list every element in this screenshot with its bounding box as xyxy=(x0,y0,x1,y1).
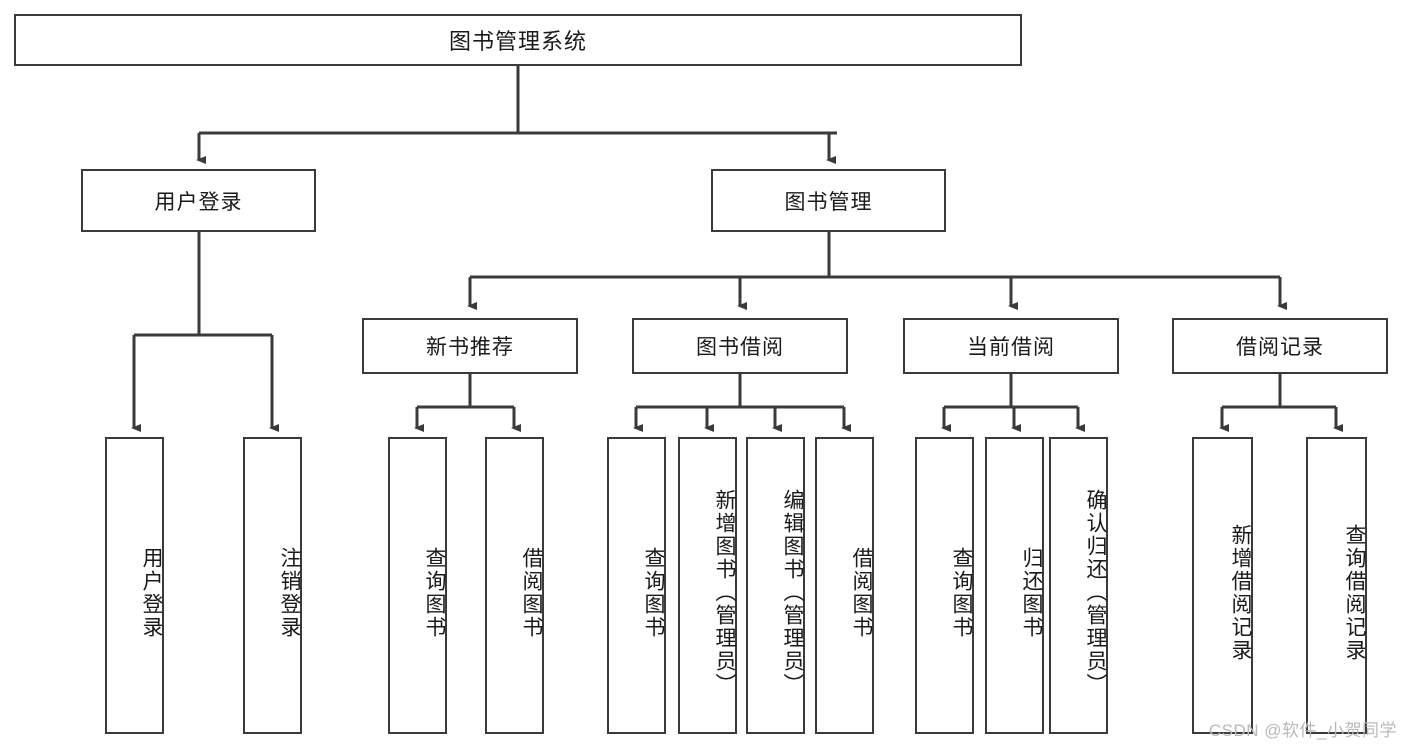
leaf-add-book-admin[interactable]: 新增图书（管理员） xyxy=(678,437,737,734)
leaf-borrow-book-recommend[interactable]: 借阅图书 xyxy=(485,437,544,734)
leaf-add-borrow-record[interactable]: 新增借阅记录 xyxy=(1192,437,1253,734)
leaf-label: 归还图书 xyxy=(1020,546,1043,639)
leaf-confirm-return-admin[interactable]: 确认归还（管理员） xyxy=(1049,437,1108,734)
leaf-return-book[interactable]: 归还图书 xyxy=(985,437,1044,734)
leaf-label: 新增图书（管理员） xyxy=(713,489,736,696)
leaf-label: 借阅图书 xyxy=(850,546,873,639)
leaf-query-book-recommend[interactable]: 查询图书 xyxy=(388,437,447,734)
node-new-book-recommend[interactable]: 新书推荐 xyxy=(362,318,578,374)
node-user-login[interactable]: 用户登录 xyxy=(81,169,316,232)
leaf-label: 借阅图书 xyxy=(520,546,543,639)
leaf-label: 编辑图书（管理员） xyxy=(781,489,804,696)
leaf-label: 确认归还（管理员） xyxy=(1084,489,1107,696)
leaf-logout[interactable]: 注销登录 xyxy=(243,437,302,734)
leaf-label: 新增借阅记录 xyxy=(1229,523,1252,662)
leaf-label: 用户登录 xyxy=(140,546,163,639)
leaf-label: 查询图书 xyxy=(950,546,973,639)
leaf-edit-book-admin[interactable]: 编辑图书（管理员） xyxy=(746,437,805,734)
leaf-label: 查询图书 xyxy=(423,546,446,639)
leaf-label: 查询借阅记录 xyxy=(1343,523,1366,662)
node-current-borrow[interactable]: 当前借阅 xyxy=(903,318,1119,374)
leaf-label: 注销登录 xyxy=(278,546,301,639)
leaf-label: 查询图书 xyxy=(642,546,665,639)
watermark: CSDN @软件_小贺同学 xyxy=(1208,721,1397,740)
node-root-system[interactable]: 图书管理系统 xyxy=(14,14,1022,66)
node-book-management[interactable]: 图书管理 xyxy=(711,169,946,232)
node-book-borrow[interactable]: 图书借阅 xyxy=(632,318,848,374)
node-borrow-record[interactable]: 借阅记录 xyxy=(1172,318,1388,374)
leaf-query-book-borrow[interactable]: 查询图书 xyxy=(607,437,666,734)
leaf-user-login[interactable]: 用户登录 xyxy=(105,437,164,734)
leaf-query-book-current[interactable]: 查询图书 xyxy=(915,437,974,734)
leaf-query-borrow-record[interactable]: 查询借阅记录 xyxy=(1306,437,1367,734)
leaf-borrow-book[interactable]: 借阅图书 xyxy=(815,437,874,734)
